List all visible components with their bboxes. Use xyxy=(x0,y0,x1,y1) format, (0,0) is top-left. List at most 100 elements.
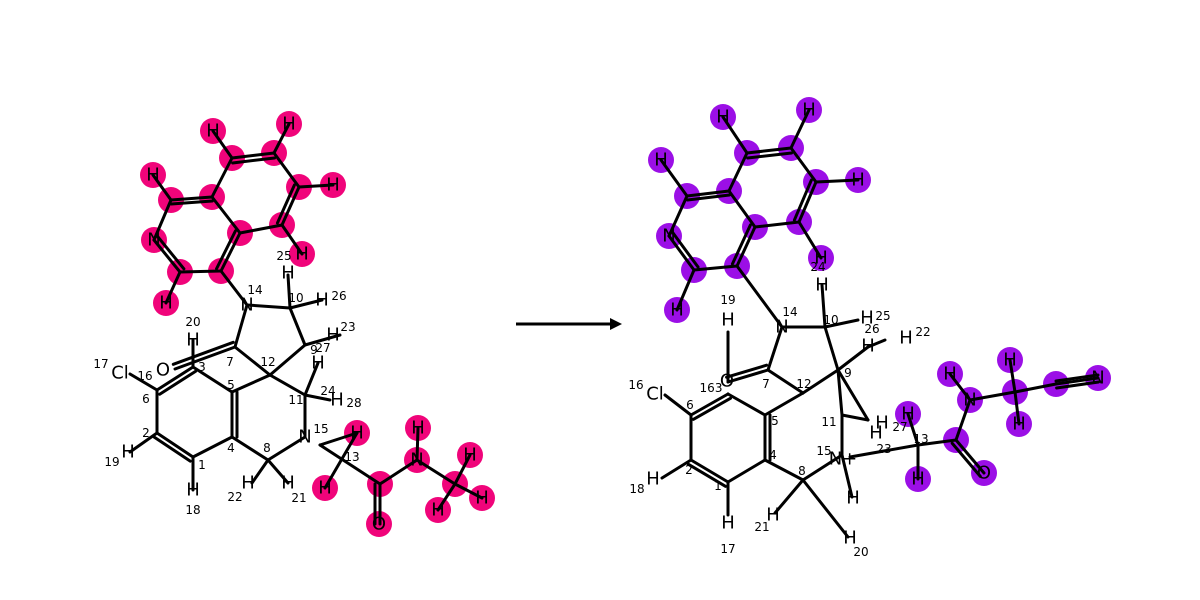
atom-index-label: 3 xyxy=(198,360,206,374)
atom-index-label: 16 xyxy=(137,369,152,383)
bond-line xyxy=(820,283,827,329)
atom-index-label: 20 xyxy=(853,545,868,559)
atom-h: H xyxy=(851,170,865,191)
atom-index-label: 26 xyxy=(864,322,879,336)
bond-line xyxy=(691,396,732,421)
bond-line xyxy=(215,229,238,271)
bond-line xyxy=(968,390,1017,402)
bond-line xyxy=(436,482,457,512)
bond-line xyxy=(164,270,182,305)
bond-line xyxy=(233,303,249,349)
bond-line xyxy=(219,231,242,273)
atom-index-label: 27 xyxy=(892,420,907,434)
bond-line xyxy=(453,482,484,500)
bond-line xyxy=(1054,376,1100,386)
bond-line xyxy=(727,151,749,193)
bond-line xyxy=(178,269,223,274)
bond-line xyxy=(286,273,292,310)
bond-line xyxy=(151,173,173,202)
bond-line xyxy=(250,458,270,485)
bond-line xyxy=(191,435,234,459)
atom-h: H xyxy=(861,336,875,357)
atom-h: H xyxy=(1012,414,1026,435)
atom-h: H xyxy=(282,114,296,135)
bond-line xyxy=(659,158,689,198)
bond-line xyxy=(685,189,731,198)
atom-h: H xyxy=(241,473,255,494)
bond-line xyxy=(916,438,958,447)
bond-line xyxy=(801,453,844,482)
atom-h: H xyxy=(716,107,730,128)
atom-h: H xyxy=(860,308,874,329)
bond-line xyxy=(415,458,457,486)
bond-line xyxy=(323,431,359,490)
atom-index-label: 9 xyxy=(844,366,852,380)
bond-line xyxy=(303,361,320,397)
atom-h: H xyxy=(159,293,173,314)
atom-h: H xyxy=(146,165,160,186)
bond-line xyxy=(840,453,854,499)
bond-line xyxy=(725,363,769,379)
bond-line xyxy=(792,178,813,222)
bond-line xyxy=(230,151,276,160)
bond-line xyxy=(128,372,159,392)
atom-index-label: 4 xyxy=(769,448,777,462)
bond-line xyxy=(773,478,805,515)
bond-line xyxy=(801,368,840,395)
atom-cl: Cl xyxy=(646,384,664,405)
bond-line xyxy=(378,458,419,486)
atom-index-label: 24 xyxy=(320,384,335,398)
bond-line xyxy=(155,365,195,392)
bond-line xyxy=(173,345,237,371)
bond-line xyxy=(836,368,870,422)
bond-line xyxy=(128,431,159,454)
atom-index-label: 10 xyxy=(288,291,303,305)
atom-index-label: 21 xyxy=(291,491,306,505)
bond-line xyxy=(948,372,972,402)
highlight-layer xyxy=(140,97,1111,537)
atom-n: N xyxy=(147,230,160,251)
atom-h: H xyxy=(431,500,445,521)
bond-line xyxy=(735,264,784,329)
bond-line xyxy=(210,156,234,199)
atom-h: H xyxy=(721,310,735,331)
atom-h: H xyxy=(350,423,364,444)
atom-index-label: 28 xyxy=(346,396,361,410)
bond-line xyxy=(801,478,850,539)
atom-index-label: 7 xyxy=(762,377,770,391)
atom-index-label: 21 xyxy=(754,520,769,534)
atom-index-label: 6 xyxy=(142,392,150,406)
atom-index-label: 6 xyxy=(686,398,694,412)
bond-line xyxy=(797,220,823,260)
bond-line xyxy=(219,269,249,307)
bond-line xyxy=(866,338,887,349)
bond-line xyxy=(268,373,307,397)
atom-h: H xyxy=(869,423,883,444)
bond-line xyxy=(797,180,818,224)
atom-index-label: 12 xyxy=(260,355,275,369)
bond-line xyxy=(730,223,752,266)
bond-line xyxy=(268,343,307,377)
atom-h: H xyxy=(315,290,329,311)
atom-h: H xyxy=(766,505,780,526)
bond-line xyxy=(303,333,342,347)
bond-line xyxy=(233,345,272,377)
bond-line xyxy=(230,373,272,394)
bond-line xyxy=(158,369,198,396)
atom-index-label: 11 xyxy=(821,415,836,429)
atom-index-label: 18 xyxy=(185,503,200,517)
atom-index-label: 1 xyxy=(714,479,722,493)
bond-line xyxy=(823,318,860,329)
atom-index-label: 9 xyxy=(310,343,318,357)
atom-index-label: 22 xyxy=(227,490,242,504)
bond-line xyxy=(210,195,242,235)
atom-index-label: 163 xyxy=(700,381,723,395)
bond-line xyxy=(685,193,731,202)
atom-n: N xyxy=(662,226,675,247)
bond-line xyxy=(156,235,186,271)
bond-line xyxy=(954,438,986,475)
bond-line xyxy=(275,183,296,225)
bond-line xyxy=(415,426,420,462)
bond-line xyxy=(954,398,972,442)
